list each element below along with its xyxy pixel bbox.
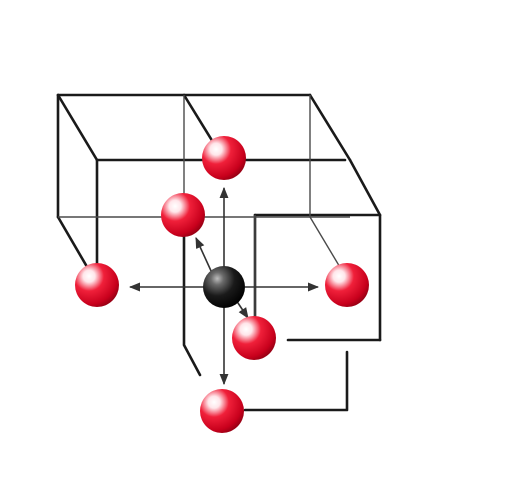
coordination-arrows [128,186,320,386]
edge-lower-left [182,234,202,377]
atom-neighbor-left [75,263,119,307]
atom-neighbor-top [202,136,246,180]
atom-neighbor-right [325,263,369,307]
arrow-back-left [195,236,213,274]
edge-lower-box [243,350,349,412]
edge-right-diagonal [308,93,352,162]
edge-left-diagonal [56,93,99,162]
atom-neighbor-bottom [200,389,244,433]
atom-neighbor-back [161,193,205,237]
neighbor-atoms [75,136,369,433]
atom-central [203,266,245,308]
atom-neighbor-front [232,316,276,360]
edge-right-cube-top [253,158,382,217]
arrow-front-right [235,299,249,319]
